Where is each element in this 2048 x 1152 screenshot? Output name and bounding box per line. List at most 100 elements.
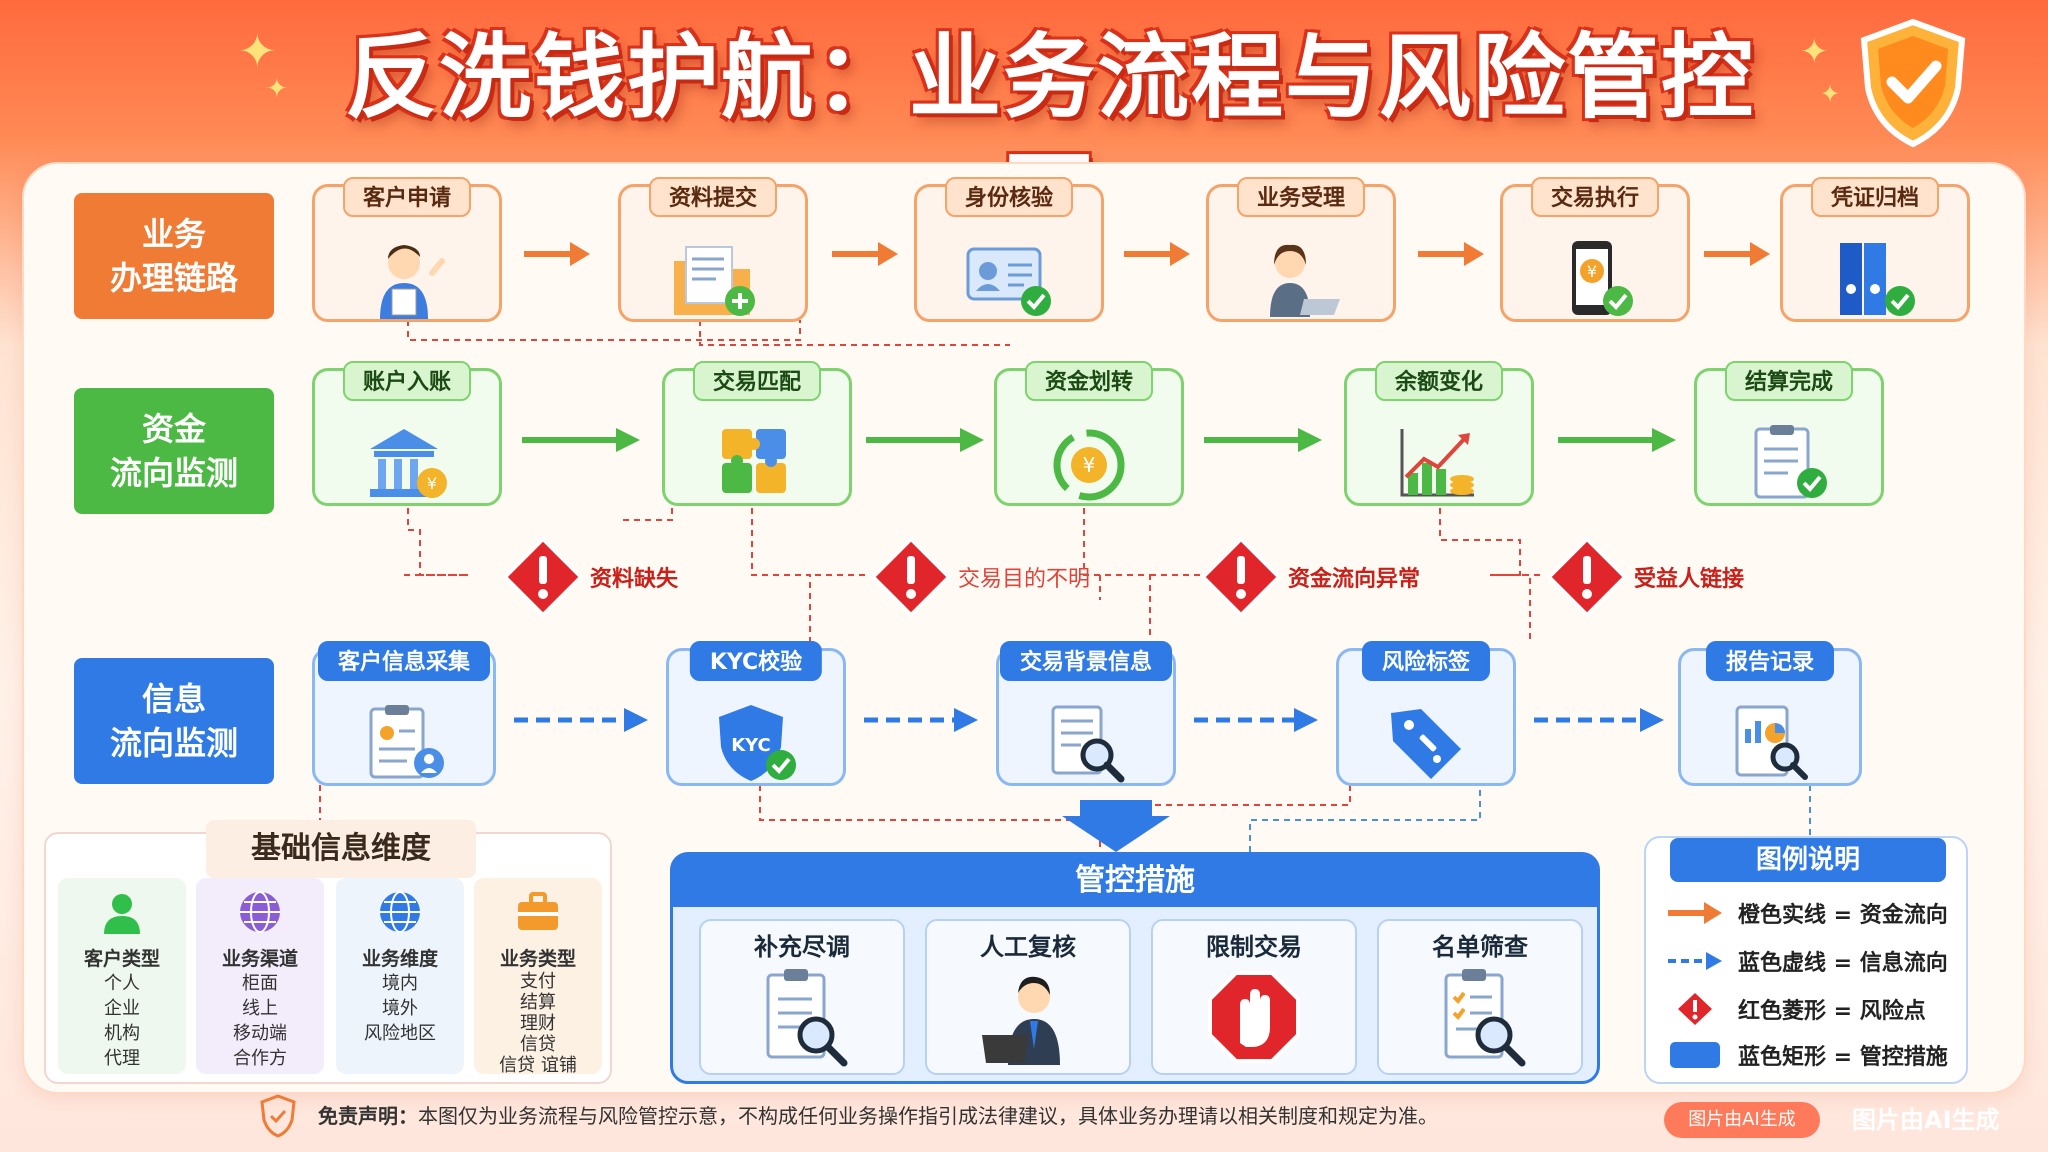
node-customer-apply[interactable]: 客户申请 (312, 177, 502, 322)
node-label: 资料提交 (648, 177, 778, 217)
control-list-screening[interactable]: 名单筛查 (1377, 919, 1583, 1075)
yen-symbol: ¥ (1587, 262, 1597, 281)
briefcase-icon (518, 892, 558, 930)
control-label: 补充尽调 (754, 933, 850, 961)
sparkle-icon: ✦ (1820, 80, 1841, 108)
node-label: 资金划转 (1024, 361, 1154, 401)
arrow-right-icon (522, 428, 640, 452)
node-voucher-archive[interactable]: 凭证归档 (1780, 177, 1970, 322)
control-label: 人工复核 (980, 933, 1076, 961)
legend-text: 红色菱形 = 风险点 (1738, 999, 1926, 1024)
node-balance-change[interactable]: 余额变化 (1344, 361, 1534, 506)
phone-payment-icon: ¥ (1572, 241, 1633, 316)
node-business-accept[interactable]: 业务受理 (1206, 177, 1396, 322)
arrow-dashed-right-icon (1534, 708, 1664, 732)
risk-point[interactable]: 受益人链接 (1546, 536, 1744, 618)
node-label: 报告记录 (1705, 641, 1835, 681)
arrow-right-icon (1558, 428, 1676, 452)
node-risk-tag[interactable]: 风险标签 (1336, 641, 1516, 786)
node-label: 风险标签 (1361, 641, 1491, 681)
globe-icon (380, 891, 420, 933)
dim-item: 线上 (242, 998, 278, 1019)
report-search-icon (1735, 705, 1808, 780)
dim-item: 境内 (382, 973, 418, 994)
warning-diamond-icon (1546, 536, 1628, 618)
yen-symbol: ¥ (427, 474, 437, 493)
arrow-right-icon (1204, 428, 1322, 452)
control-label: 限制交易 (1206, 933, 1302, 961)
basic-info-title: 基础信息维度 (206, 820, 476, 878)
dim-item: 柜面 (242, 973, 278, 994)
document-search-icon (1051, 705, 1125, 783)
legend-text: 蓝色矩形 = 管控措施 (1738, 1045, 1948, 1070)
warning-diamond-icon (1200, 536, 1282, 618)
node-identity-verify[interactable]: 身份核验 (914, 177, 1104, 322)
control-restrict-transaction[interactable]: 限制交易 (1151, 919, 1357, 1075)
control-label: 名单筛查 (1432, 933, 1528, 961)
lane-label-line2: 流向监测 (109, 724, 238, 762)
id-card-check-icon (966, 247, 1051, 316)
control-manual-review[interactable]: 人工复核 (925, 919, 1131, 1075)
node-transaction-background[interactable]: 交易背景信息 (996, 641, 1176, 786)
warning-diamond-icon (502, 536, 584, 618)
arrow-right-icon (524, 242, 590, 266)
globe-icon (240, 891, 280, 933)
node-label: 凭证归档 (1810, 177, 1940, 217)
binder-check-icon (1840, 243, 1915, 316)
header: ✦ ✦ 反洗钱护航：业务流程与风险管控图 ✦ ✦ (0, 0, 2048, 251)
control-measures-title: 管控措施 (673, 855, 1597, 907)
legend-row: 红色菱形 = 风险点 (1666, 992, 1926, 1026)
user-icon (104, 894, 140, 934)
reviewer-laptop-icon (982, 976, 1060, 1065)
chart-growth-icon (1400, 429, 1474, 497)
dim-item: 风险地区 (364, 1023, 436, 1044)
node-transaction-execute[interactable]: 交易执行 ¥ (1500, 177, 1690, 322)
disclaimer-text: 本图仅为业务流程与风险管控示意，不构成任何业务操作指引成法律建议，具体业务办理请… (418, 1104, 1438, 1128)
agent-laptop-icon (1270, 244, 1340, 317)
control-due-diligence[interactable]: 补充尽调 (699, 919, 905, 1075)
dim-customer-type: 客户类型 个人 企业 机构 代理 (58, 878, 186, 1074)
dim-business-channel: 业务渠道 柜面 线上 移动端 合作方 (196, 878, 324, 1074)
node-transaction-match[interactable]: 交易匹配 (662, 361, 852, 506)
risk-point[interactable]: 资料缺失 (502, 536, 678, 618)
dim-title: 业务维度 (361, 948, 438, 970)
stop-hand-icon (1208, 971, 1300, 1063)
arrow-dashed-right-icon (514, 708, 648, 732)
dim-title: 客户类型 (83, 948, 160, 970)
arrow-right-icon (832, 242, 898, 266)
checklist-search-icon (1444, 969, 1526, 1067)
lane-label-line2: 办理链路 (109, 259, 238, 297)
sparkle-icon: ✦ (1800, 32, 1829, 72)
cycle-yen-icon: ¥ (1053, 429, 1125, 501)
node-fund-transfer[interactable]: 资金划转 ¥ (994, 361, 1184, 506)
shield-check-icon (1860, 18, 1966, 148)
dim-item: 个人 (104, 973, 140, 994)
node-label: 交易背景信息 (999, 641, 1173, 681)
node-report-record[interactable]: 报告记录 (1678, 641, 1862, 786)
clipboard-user-icon (369, 705, 444, 779)
node-label: 交易执行 (1530, 177, 1660, 217)
dim-business-scope: 业务维度 境内 境外 风险地区 (336, 878, 464, 1074)
clipboard-check-icon (1754, 425, 1827, 499)
sparkle-icon: ✦ (238, 24, 277, 78)
risk-point[interactable]: 交易目的不明 (870, 536, 1090, 618)
warning-diamond-icon (1678, 993, 1712, 1025)
arrow-right-icon (866, 428, 984, 452)
dim-item: 结算 (520, 992, 556, 1013)
dim-item: 信贷 谊铺 (499, 1055, 577, 1076)
legend-title: 图例说明 (1670, 838, 1946, 882)
dim-item: 代理 (104, 1048, 140, 1069)
node-kyc-check[interactable]: KYC校验 KYC (666, 641, 846, 786)
node-customer-info-collect[interactable]: 客户信息采集 (312, 641, 496, 786)
node-account-credit[interactable]: 账户入账 ¥ (312, 361, 502, 506)
node-document-submit[interactable]: 资料提交 (618, 177, 808, 322)
node-settlement-complete[interactable]: 结算完成 (1694, 361, 1884, 506)
basic-info-panel: 基础信息维度 客户类型 个人 企业 机构 代理 业务渠道 柜面 线上 移动端 合… (44, 820, 612, 1084)
risk-label: 资料缺失 (590, 567, 679, 592)
node-label: 余额变化 (1374, 361, 1504, 401)
dim-item: 机构 (104, 1023, 140, 1044)
node-label: 结算完成 (1724, 361, 1854, 401)
risk-point[interactable]: 资金流向异常 (1200, 536, 1420, 618)
folder-add-icon (674, 246, 755, 316)
node-label: KYC校验 (689, 641, 823, 681)
